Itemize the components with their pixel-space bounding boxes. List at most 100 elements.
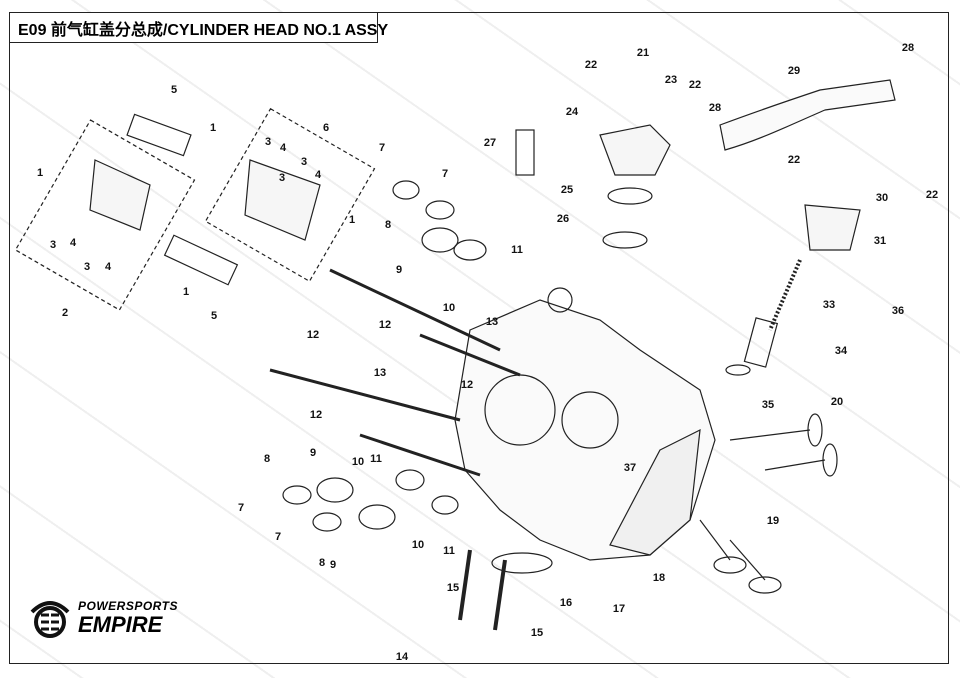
- valve-springs: [282, 180, 487, 532]
- callout-1: 1: [36, 167, 44, 179]
- rocker-arm-group-6: [204, 107, 376, 283]
- rocker-shaft: [163, 234, 239, 286]
- callout-11: 11: [511, 244, 523, 256]
- callout-12: 12: [460, 379, 474, 391]
- callout-1: 1: [209, 122, 217, 134]
- head-bolt: [329, 268, 501, 352]
- callout-9: 9: [329, 559, 337, 571]
- thermostat-port: [547, 287, 573, 313]
- rocker-arm: [89, 159, 151, 231]
- callout-37: 37: [623, 462, 637, 474]
- callout-23: 23: [664, 74, 678, 86]
- callout-10: 10: [411, 539, 425, 551]
- callout-7: 7: [274, 531, 282, 543]
- callout-35: 35: [761, 399, 775, 411]
- callout-22: 22: [925, 189, 939, 201]
- logo-line-1: POWERSPORTS: [78, 599, 178, 613]
- head-cover-gasket: [609, 428, 701, 556]
- callout-4: 4: [314, 169, 322, 181]
- callout-4: 4: [104, 261, 112, 273]
- callout-13: 13: [373, 367, 387, 379]
- diagram-title: E09 前气缸盖分总成/CYLINDER HEAD NO.1 ASSY: [9, 12, 388, 43]
- callout-8: 8: [384, 219, 392, 231]
- rocker-arm: [244, 159, 321, 241]
- rocker-shaft: [126, 113, 192, 157]
- stud-bolt: [493, 559, 507, 631]
- callout-6: 6: [322, 122, 330, 134]
- callout-10: 10: [442, 302, 456, 314]
- callout-13: 13: [485, 316, 499, 328]
- callout-3: 3: [83, 261, 91, 273]
- callout-1: 1: [182, 286, 190, 298]
- callout-4: 4: [279, 142, 287, 154]
- rocker-arm-group-2: [14, 119, 196, 311]
- callout-28: 28: [901, 42, 915, 54]
- callout-34: 34: [834, 345, 848, 357]
- logo-line-2: EMPIRE: [78, 612, 163, 637]
- callout-36: 36: [891, 305, 905, 317]
- callout-12: 12: [378, 319, 392, 331]
- callout-7: 7: [441, 168, 449, 180]
- o-ring: [602, 231, 648, 249]
- coolant-hose: [719, 79, 896, 151]
- head-bolt: [359, 433, 481, 477]
- empire-emblem-icon: [30, 601, 70, 638]
- callout-3: 3: [278, 172, 286, 184]
- callout-8: 8: [318, 557, 326, 569]
- valves: [699, 413, 838, 594]
- callout-1: 1: [348, 214, 356, 226]
- callout-25: 25: [560, 184, 574, 196]
- callout-10: 10: [351, 456, 365, 468]
- callout-30: 30: [875, 192, 889, 204]
- head-bolt: [419, 333, 521, 377]
- callout-2: 2: [61, 307, 69, 319]
- callout-15: 15: [530, 627, 544, 639]
- diagram-frame: [9, 12, 949, 664]
- callout-31: 31: [873, 235, 887, 247]
- logo-text: POWERSPORTS EMPIRE: [78, 599, 178, 637]
- stud-bolt: [458, 549, 472, 621]
- tensioner-gasket: [725, 364, 751, 376]
- head-port: [561, 391, 619, 449]
- callout-28: 28: [708, 102, 722, 114]
- callout-3: 3: [300, 156, 308, 168]
- callout-18: 18: [652, 572, 666, 584]
- callout-15: 15: [446, 582, 460, 594]
- callout-20: 20: [830, 396, 844, 408]
- callout-11: 11: [370, 453, 382, 465]
- callout-29: 29: [787, 65, 801, 77]
- callout-8: 8: [263, 453, 271, 465]
- callout-9: 9: [309, 447, 317, 459]
- callout-16: 16: [559, 597, 573, 609]
- tensioner-plunger: [743, 317, 779, 368]
- callout-11: 11: [443, 545, 455, 557]
- callout-21: 21: [636, 47, 650, 59]
- callout-22: 22: [688, 79, 702, 91]
- callout-22: 22: [584, 59, 598, 71]
- gasket-16: [491, 552, 553, 574]
- callout-33: 33: [822, 299, 836, 311]
- callout-5: 5: [210, 310, 218, 322]
- callout-26: 26: [556, 213, 570, 225]
- callout-4: 4: [69, 237, 77, 249]
- temp-sensor: [515, 129, 535, 176]
- tensioner-spring: [768, 259, 802, 331]
- cam-chain-tensioner: [804, 204, 861, 251]
- callout-7: 7: [237, 502, 245, 514]
- callout-3: 3: [49, 239, 57, 251]
- callout-24: 24: [565, 106, 579, 118]
- callout-14: 14: [395, 651, 409, 663]
- callout-22: 22: [787, 154, 801, 166]
- callout-27: 27: [483, 137, 497, 149]
- callout-9: 9: [395, 264, 403, 276]
- callout-7: 7: [378, 142, 386, 154]
- callout-5: 5: [170, 84, 178, 96]
- callout-12: 12: [309, 409, 323, 421]
- callout-3: 3: [264, 136, 272, 148]
- callout-17: 17: [612, 603, 626, 615]
- thermostat-housing: [599, 124, 671, 176]
- callout-19: 19: [766, 515, 780, 527]
- powersports-empire-logo: POWERSPORTS EMPIRE: [28, 598, 178, 638]
